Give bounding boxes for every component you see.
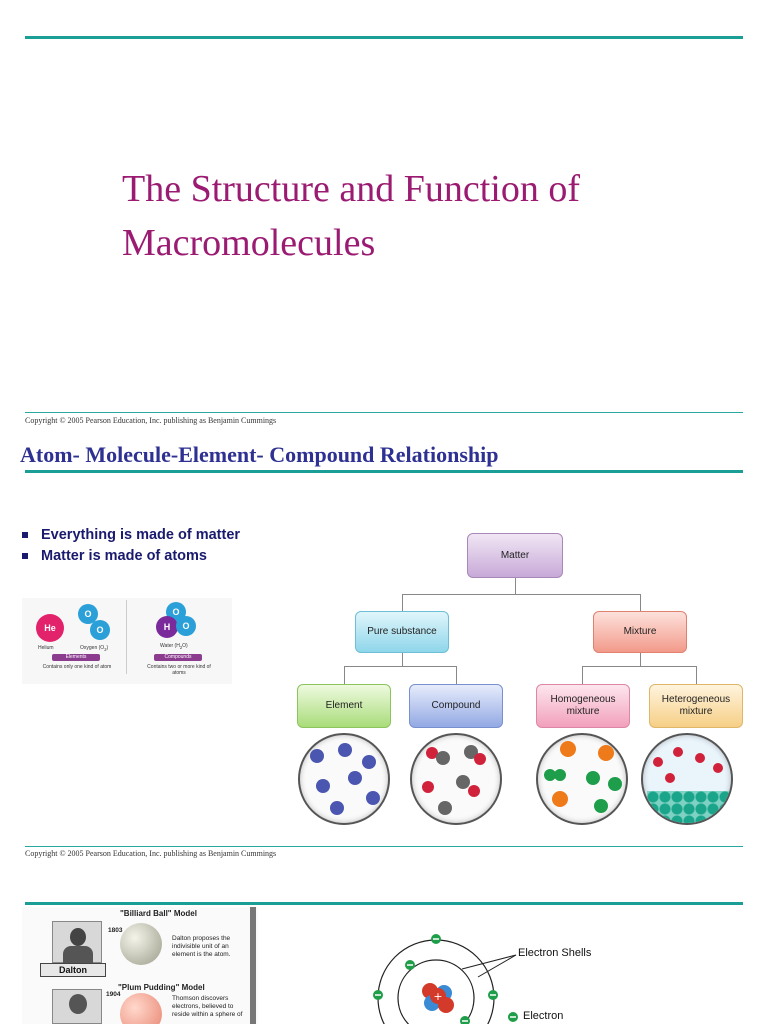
figure-divider xyxy=(126,600,127,674)
homogeneous-mixture-particles-view xyxy=(536,733,628,825)
bohr-atom-diagram: + xyxy=(373,934,518,1024)
node-heterogeneous-mixture: Heterogeneous mixture xyxy=(649,684,743,728)
slide1-copyright: Copyright © 2005 Pearson Education, Inc.… xyxy=(25,416,277,425)
helium-label: Helium xyxy=(38,645,54,651)
electron-label: Electron xyxy=(523,1010,564,1022)
slide2-title: Atom- Molecule-Element- Compound Relatio… xyxy=(20,442,499,467)
node-homogeneous-mixture: Homogeneous mixture xyxy=(536,684,630,728)
billiard-ball-icon xyxy=(120,923,162,965)
electron-minus-signs xyxy=(375,938,516,1022)
bullet-item: Matter is made of atoms xyxy=(22,548,240,564)
plum-pudding-icon xyxy=(120,993,162,1024)
node-matter: Matter xyxy=(467,533,563,578)
elements-tag: Elements xyxy=(52,654,100,661)
electron-shells-label: Electron Shells xyxy=(518,947,592,959)
billiard-model-title: "Billiard Ball" Model xyxy=(120,909,197,918)
connector xyxy=(402,594,640,595)
plum-year: 1904 xyxy=(106,991,121,998)
elements-description: Contains only one kind of atom xyxy=(42,664,112,670)
hydrogen-atom-icon: H xyxy=(156,616,178,638)
slide1-top-rule xyxy=(25,36,743,39)
bullet-square-icon xyxy=(22,553,28,559)
compound-particles-view xyxy=(410,733,502,825)
atomic-models-timeline: Dalton 1803 "Billiard Ball" Model Dalton… xyxy=(22,907,258,1024)
slide2-bottom-rule xyxy=(25,846,743,847)
node-compound: Compound xyxy=(409,684,503,728)
slide2-copyright: Copyright © 2005 Pearson Education, Inc.… xyxy=(25,849,277,858)
connector xyxy=(640,594,641,612)
billiard-year: 1803 xyxy=(108,927,123,934)
plum-model-title: "Plum Pudding" Model xyxy=(118,983,205,992)
timeline-bar xyxy=(250,907,256,1024)
connector xyxy=(402,652,403,666)
svg-text:+: + xyxy=(433,990,442,1003)
inner-electron-shell xyxy=(397,959,475,1024)
thomson-portrait xyxy=(52,989,102,1024)
bullet-list: Everything is made of matter Matter is m… xyxy=(22,527,240,569)
nucleus-icon: + xyxy=(422,983,454,1013)
oxygen-atom-icon: O xyxy=(176,616,196,636)
helium-atom-icon: He xyxy=(36,614,64,642)
slide1-bottom-rule xyxy=(25,412,743,413)
connector xyxy=(640,652,641,666)
slide1-title: The Structure and Function of Macromolec… xyxy=(122,162,722,270)
node-element: Element xyxy=(297,684,391,728)
water-label: Water (H2O) xyxy=(160,643,188,650)
connector xyxy=(515,578,516,594)
oxygen-atom-icon: O xyxy=(90,620,110,640)
billiard-description: Dalton proposes the indivisible unit of … xyxy=(172,935,231,958)
connector xyxy=(344,666,456,667)
dalton-portrait xyxy=(52,921,102,964)
connector xyxy=(456,666,457,684)
shell-pointer xyxy=(477,954,517,978)
slide3-top-rule xyxy=(25,902,743,905)
connector xyxy=(344,666,345,684)
connector xyxy=(582,666,696,667)
compounds-tag: Compounds xyxy=(154,654,202,661)
oxygen-label: Oxygen (O2) xyxy=(80,645,109,652)
node-mixture: Mixture xyxy=(593,611,687,653)
node-pure-substance: Pure substance xyxy=(355,611,449,653)
outer-electron-shell xyxy=(377,939,495,1024)
plum-description: Thomson discovers electrons, believed to… xyxy=(172,995,243,1018)
connector xyxy=(402,594,403,612)
connector xyxy=(582,666,583,684)
slide1-title-line1: The Structure and Function of xyxy=(122,168,581,210)
element-compound-figure: He O O Helium Oxygen (O2) Elements Conta… xyxy=(22,598,232,684)
element-particles-view xyxy=(298,733,390,825)
heterogeneous-mixture-particles-view xyxy=(641,733,733,825)
oxygen-atom-icon: O xyxy=(78,604,98,624)
slide2-top-rule xyxy=(25,470,743,473)
compounds-description: Contains two or more kind of atoms xyxy=(147,664,211,676)
bullet-square-icon xyxy=(22,532,28,538)
dalton-label: Dalton xyxy=(40,963,106,977)
connector xyxy=(696,666,697,684)
bullet-item: Everything is made of matter xyxy=(22,527,240,543)
shell-pointer xyxy=(461,954,517,970)
slide1-title-line2: Macromolecules xyxy=(122,222,376,264)
